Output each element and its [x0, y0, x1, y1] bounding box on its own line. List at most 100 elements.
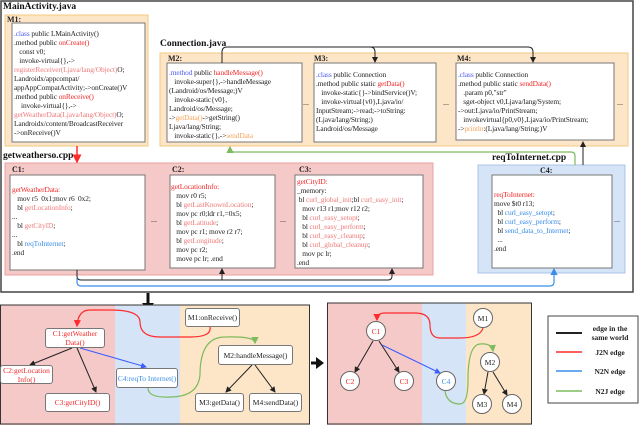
node-c1: C1:getWeather Data()	[45, 328, 105, 348]
code-line: bl curl_easy_perform;	[297, 222, 403, 231]
code-line: .end	[494, 244, 570, 253]
code-token: ;bl	[351, 195, 361, 204]
code-line: ...	[12, 212, 91, 221]
code-token: curl_easy_setopt	[309, 213, 358, 222]
code-token: curl_easy_init	[360, 195, 402, 204]
code-token: send_data_to_Internet	[504, 226, 569, 235]
code-line: _memory:	[297, 186, 403, 195]
code-line: invoke-virtual{},->	[14, 56, 127, 65]
edge-m2-m3	[221, 46, 378, 63]
ellipsis: ...	[443, 98, 449, 107]
code-line: invoke-virtual{v0},Ljava/io/	[316, 97, 417, 106]
code-token: getWeatherData:	[12, 185, 60, 194]
c2-box	[169, 174, 276, 269]
node-c4: C4:reqTo Internet()	[116, 368, 178, 388]
code-line: ->onReceive()V	[14, 128, 127, 137]
code-token: _memory:	[297, 186, 327, 195]
m1-box	[11, 22, 146, 143]
code-token: invoke-static{},->	[169, 131, 227, 140]
code-token: .class	[458, 70, 474, 79]
code-token: move $t0 r13;	[494, 199, 535, 208]
code-token: move pc lr; .end	[171, 254, 223, 263]
code-token: ;	[216, 218, 219, 227]
code-token: public Connection	[473, 70, 529, 79]
code-token: ;	[362, 231, 365, 240]
code-line: reqToInternet:	[494, 190, 570, 199]
c3-code: getCityID:_memory: bl curl_global_init;b…	[297, 177, 403, 267]
code-token: mov pc r0;ldr r1,=0x5;	[171, 209, 242, 218]
code-line: bl curl_easy_setopt;	[494, 208, 570, 217]
code-token: ;	[53, 221, 56, 230]
code-token: bl	[297, 213, 310, 222]
code-token: appAppCompatActivity;->onCreate()V	[14, 83, 128, 92]
code-token: .param p0,"str"	[458, 88, 507, 97]
code-token: getLocationInfo:	[171, 182, 220, 191]
node-m2: M2:handleMessage()	[218, 345, 293, 365]
code-line: .class public LMainActivity()	[14, 29, 127, 38]
code-token: getLocationInfo	[24, 203, 71, 212]
code-line: sget-object v0,Ljava/lang/System;	[458, 97, 588, 106]
code-line: .class public Connection	[316, 70, 417, 79]
code-line: const v0;	[14, 47, 127, 56]
code-line: ->out:Ljava/io/PrintStream;	[458, 106, 588, 115]
code-line: ...	[12, 230, 91, 239]
code-token: sendData	[226, 131, 253, 140]
code-line: mov pc lr;	[297, 249, 403, 258]
code-token: public Connection	[331, 70, 387, 79]
c4-label: C4:	[540, 166, 553, 175]
code-line: mov pc r0;ldr r1,=0x5;	[171, 209, 253, 218]
legend-label-same: edge in the same world	[591, 324, 629, 342]
code-token: ->out:Ljava/io/PrintStream;	[458, 106, 538, 115]
code-token: invoke-static{v0},	[169, 95, 227, 104]
code-token: bl	[171, 236, 184, 245]
legend-label-n2j: N2J edge	[595, 387, 625, 396]
code-token: curl_easy_perform	[504, 217, 559, 226]
code-token: mov r13 r1;mov r12 r2;	[297, 204, 370, 213]
code-token: bl	[171, 218, 184, 227]
m2-code: .method public handleMessage() invoke-su…	[169, 68, 271, 140]
c1-box	[9, 174, 146, 271]
ellipsis: ...	[151, 215, 157, 224]
c3-label: C3:	[299, 165, 312, 174]
circle-m1: M1	[473, 308, 493, 328]
circle-c3: C3	[394, 371, 414, 391]
code-line: .end	[297, 258, 403, 267]
code-line: ->println:(Ljava/lang/String;)V	[458, 124, 588, 133]
code-token: reqToInternet:	[494, 190, 535, 199]
code-line: appAppCompatActivity;->onCreate()V	[14, 83, 127, 92]
code-token: registerReceiver(Ljava/lang/Object)	[14, 65, 118, 74]
file-title-req: reqToInternet.cpp	[492, 153, 567, 163]
code-token: bl	[494, 217, 505, 226]
code-token: sget-object v0,Ljava/lang/System;	[458, 97, 561, 106]
code-line: mov r5 0x1;mov r6 0x2;	[12, 194, 91, 203]
code-line: bl getLatitude;	[171, 218, 253, 227]
code-token: invokevirtual{p0,v0},Ljava/io/PrintStrea…	[458, 115, 589, 124]
code-token: Landroidx/appcompat/	[14, 74, 80, 83]
code-line: invoke-static{}->bindService()V;	[316, 88, 417, 97]
code-token: ->getString()	[202, 113, 240, 122]
code-line: (Ljava/lang/String;)	[316, 115, 417, 124]
code-token: ;	[558, 217, 561, 226]
code-line: getWeatherData(Ljava/lang/Object)O;	[14, 110, 127, 119]
code-token: ;	[552, 208, 555, 217]
code-line: Landroidx/appcompat/	[14, 74, 127, 83]
ellipsis: ...	[303, 98, 309, 107]
code-line: mov pc r2;	[171, 245, 253, 254]
code-line: mov r0 r5;	[171, 191, 253, 200]
code-frame	[0, 0, 634, 293]
code-line: Ljava/lang/String;	[169, 122, 271, 131]
code-line: .method public onReceive()	[14, 92, 127, 101]
code-token: getCityID:	[297, 177, 328, 186]
code-token: .end	[297, 258, 310, 267]
code-line: .class public Connection	[458, 70, 588, 79]
code-token: ;	[357, 213, 360, 222]
code-token: ;	[251, 200, 254, 209]
code-token: .class	[14, 29, 30, 38]
code-line: move pc lr; .end	[171, 254, 253, 263]
m3-label: M3:	[314, 54, 329, 63]
code-token: (Landroid/os/Message;)V	[169, 86, 243, 95]
n2j-edge	[147, 336, 259, 398]
edge-m2-m4	[370, 46, 536, 63]
circle-c4: C4	[436, 371, 456, 391]
